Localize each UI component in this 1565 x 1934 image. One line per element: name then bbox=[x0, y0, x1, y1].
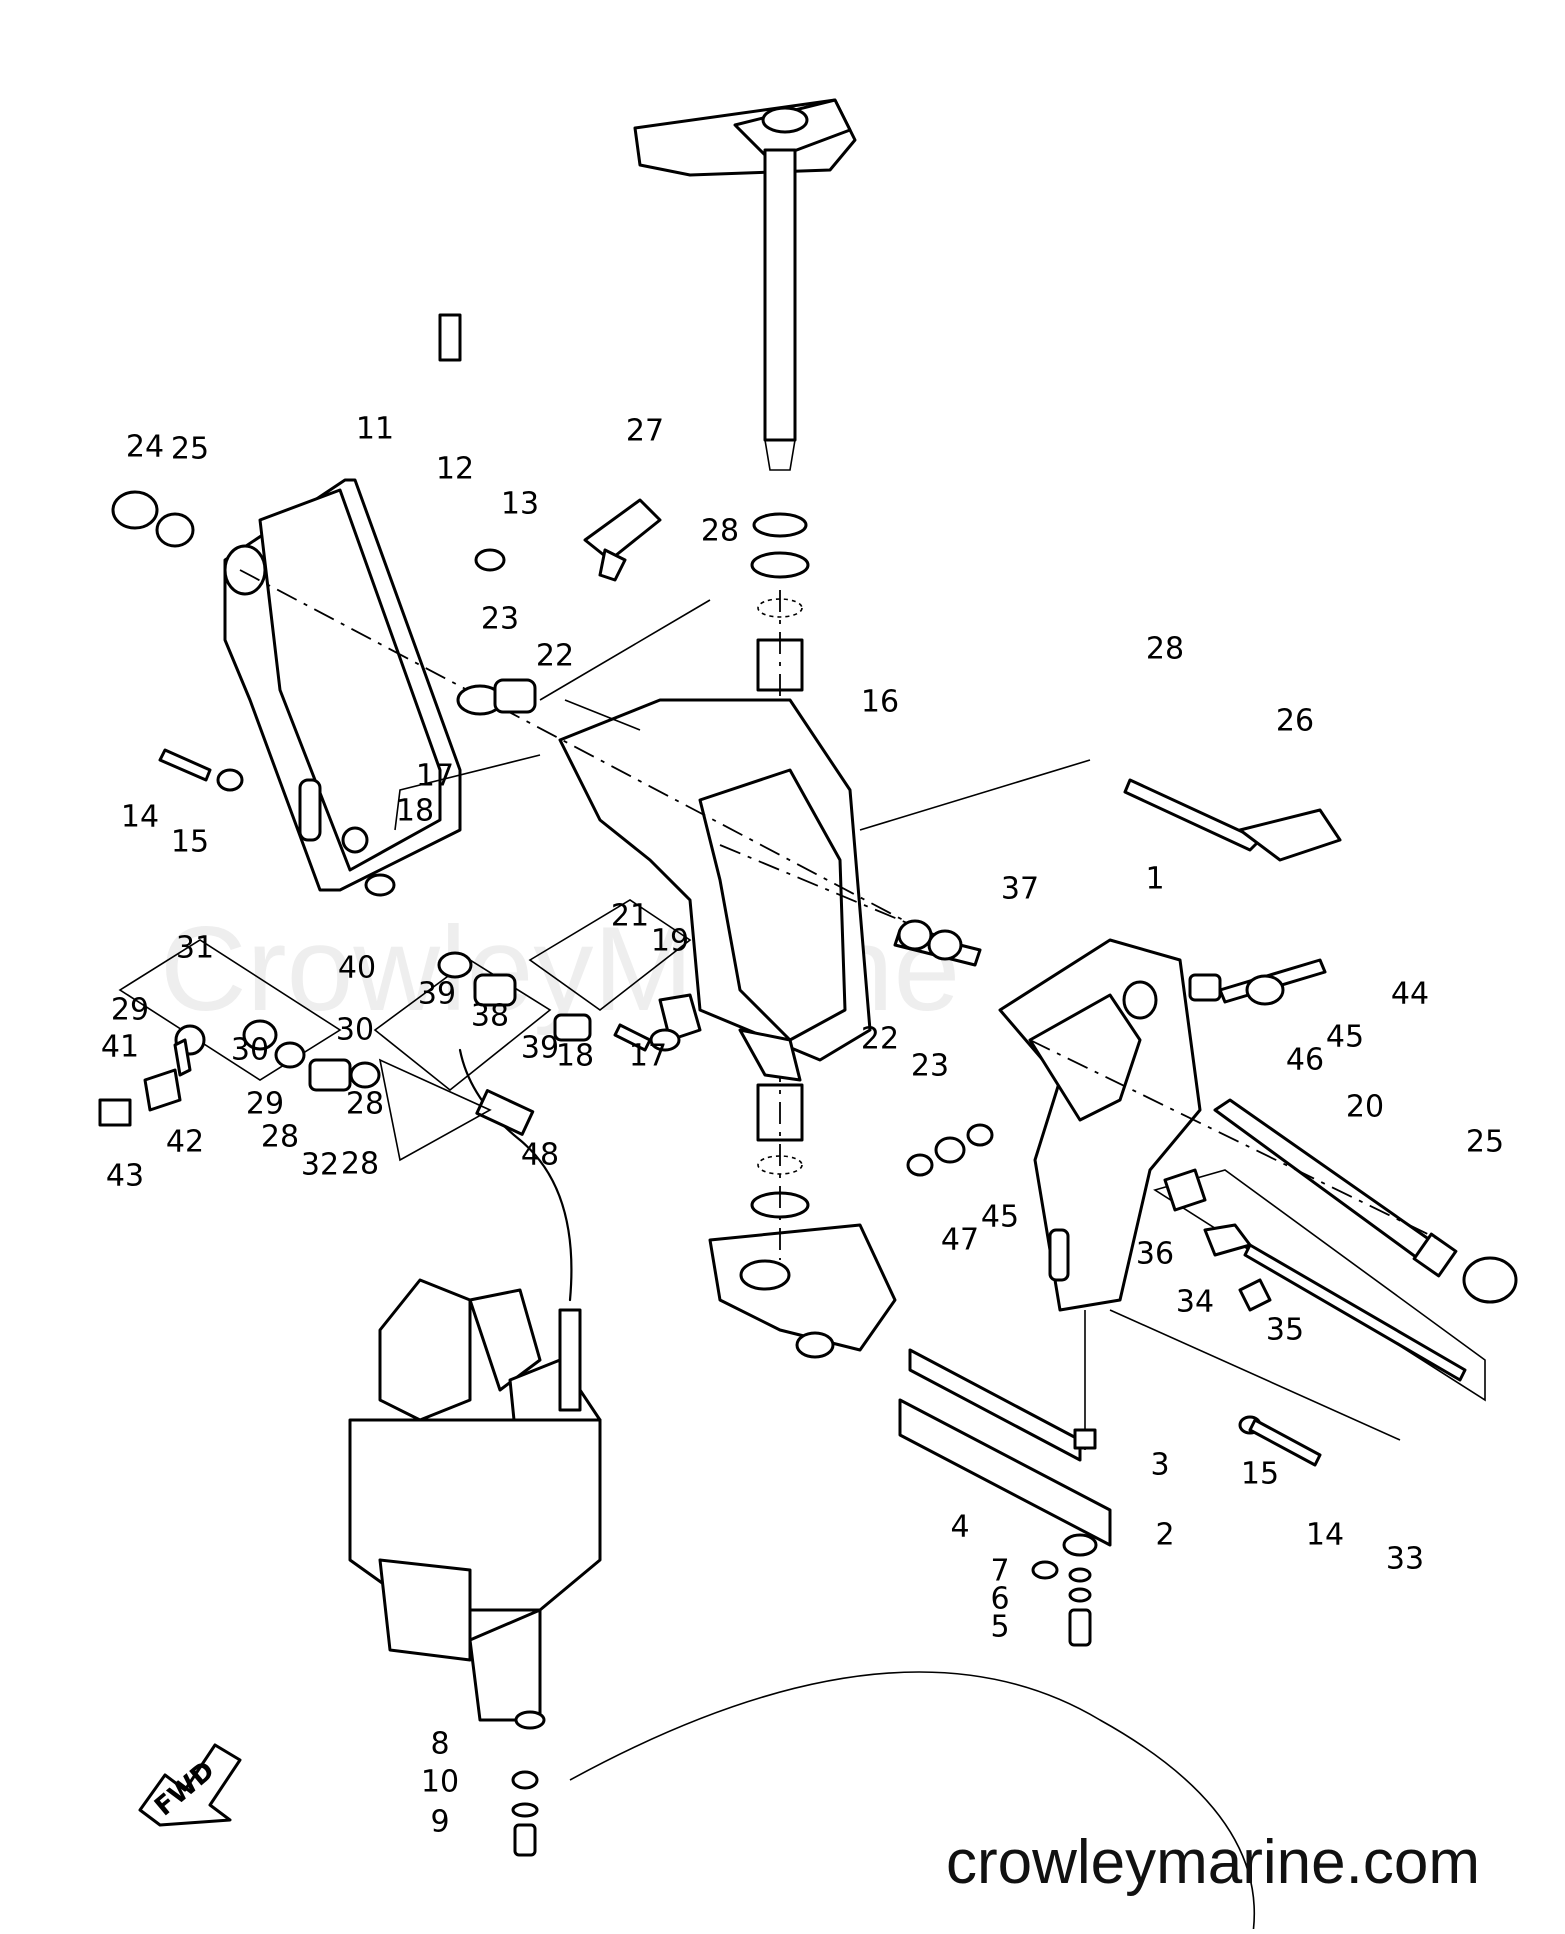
callout-40: 40 bbox=[338, 951, 376, 986]
callout-39: 39 bbox=[418, 977, 456, 1012]
callout-47: 47 bbox=[941, 1223, 979, 1258]
callout-33: 33 bbox=[1386, 1542, 1424, 1577]
callout-43: 43 bbox=[106, 1159, 144, 1194]
callout-42: 42 bbox=[166, 1125, 204, 1160]
fwd-arrow: FWD bbox=[138, 1743, 242, 1827]
callout-26: 26 bbox=[1276, 704, 1314, 739]
clamp-bracket-left bbox=[223, 478, 462, 892]
callout-25: 25 bbox=[1466, 1125, 1504, 1160]
callout-38: 38 bbox=[471, 999, 509, 1034]
callout-14: 14 bbox=[1306, 1518, 1344, 1553]
callout-13: 13 bbox=[501, 487, 539, 522]
callout-2: 2 bbox=[1155, 1518, 1174, 1553]
callout-7: 7 bbox=[990, 1554, 1009, 1589]
callout-16: 16 bbox=[861, 685, 899, 720]
callout-23: 23 bbox=[481, 602, 519, 637]
callout-31: 31 bbox=[176, 931, 214, 966]
callout-19: 19 bbox=[651, 924, 689, 959]
callout-29: 29 bbox=[111, 993, 149, 1028]
callout-6: 6 bbox=[990, 1582, 1009, 1617]
callout-12: 12 bbox=[436, 452, 474, 487]
callout-45: 45 bbox=[981, 1200, 1019, 1235]
callout-32: 32 bbox=[301, 1148, 339, 1183]
callout-15: 15 bbox=[171, 825, 209, 860]
callout-48: 48 bbox=[521, 1138, 559, 1173]
callout-27: 27 bbox=[626, 414, 664, 449]
bonding-strip bbox=[898, 1310, 1112, 1547]
callout-22: 22 bbox=[536, 639, 574, 674]
callout-14: 14 bbox=[121, 800, 159, 835]
callout-29: 29 bbox=[246, 1087, 284, 1122]
callout-28: 28 bbox=[341, 1147, 379, 1182]
steering-arm bbox=[633, 98, 857, 471]
callout-39: 39 bbox=[521, 1031, 559, 1066]
callout-46: 46 bbox=[1286, 1043, 1324, 1078]
callout-41: 41 bbox=[101, 1030, 139, 1065]
callout-10: 10 bbox=[421, 1765, 459, 1800]
callout-1: 1 bbox=[1145, 862, 1164, 897]
swivel-bracket bbox=[558, 698, 872, 1082]
callout-35: 35 bbox=[1266, 1313, 1304, 1348]
callout-34: 34 bbox=[1176, 1285, 1214, 1320]
callout-28: 28 bbox=[346, 1087, 384, 1122]
callout-28: 28 bbox=[701, 514, 739, 549]
trim-wire-harness bbox=[458, 1048, 573, 1302]
callout-24: 24 bbox=[126, 430, 164, 465]
callout-17: 17 bbox=[629, 1039, 667, 1074]
callout-23: 23 bbox=[911, 1049, 949, 1084]
callout-18: 18 bbox=[556, 1039, 594, 1074]
callout-36: 36 bbox=[1136, 1237, 1174, 1272]
callout-45: 45 bbox=[1326, 1020, 1364, 1055]
callout-11: 11 bbox=[356, 412, 394, 447]
callout-30: 30 bbox=[231, 1033, 269, 1068]
callout-28: 28 bbox=[261, 1120, 299, 1155]
tilt-lever-26 bbox=[1123, 778, 1342, 862]
assembly-lines bbox=[118, 569, 1486, 1934]
callout-3: 3 bbox=[1150, 1448, 1169, 1483]
callout-4: 4 bbox=[950, 1510, 969, 1545]
callout-5: 5 bbox=[990, 1610, 1009, 1645]
callout-37: 37 bbox=[1001, 872, 1039, 907]
trim-sender-kit bbox=[1203, 1223, 1467, 1382]
tilt-tube-21 bbox=[1213, 1098, 1518, 1304]
callout-9: 9 bbox=[430, 1805, 449, 1840]
callout-25: 25 bbox=[171, 432, 209, 467]
clamp-bracket-right bbox=[998, 938, 1202, 1312]
site-url: crowleymarine.com bbox=[946, 1828, 1480, 1897]
callout-15: 15 bbox=[1241, 1457, 1279, 1492]
callout-44: 44 bbox=[1391, 977, 1429, 1012]
hardware bbox=[98, 313, 1327, 1857]
lower-mount-bracket bbox=[708, 1223, 897, 1359]
callout-8: 8 bbox=[430, 1727, 449, 1762]
power-trim-unit bbox=[348, 1278, 602, 1730]
callout-17: 17 bbox=[416, 759, 454, 794]
trim-lever-27 bbox=[583, 498, 662, 582]
callout-21: 21 bbox=[611, 899, 649, 934]
callout-20: 20 bbox=[1346, 1090, 1384, 1125]
callout-28: 28 bbox=[1146, 632, 1184, 667]
callout-30: 30 bbox=[336, 1013, 374, 1048]
callout-numbers: 1234567891011121314141515161717181819202… bbox=[101, 412, 1504, 1840]
callout-22: 22 bbox=[861, 1022, 899, 1057]
callout-18: 18 bbox=[396, 794, 434, 829]
